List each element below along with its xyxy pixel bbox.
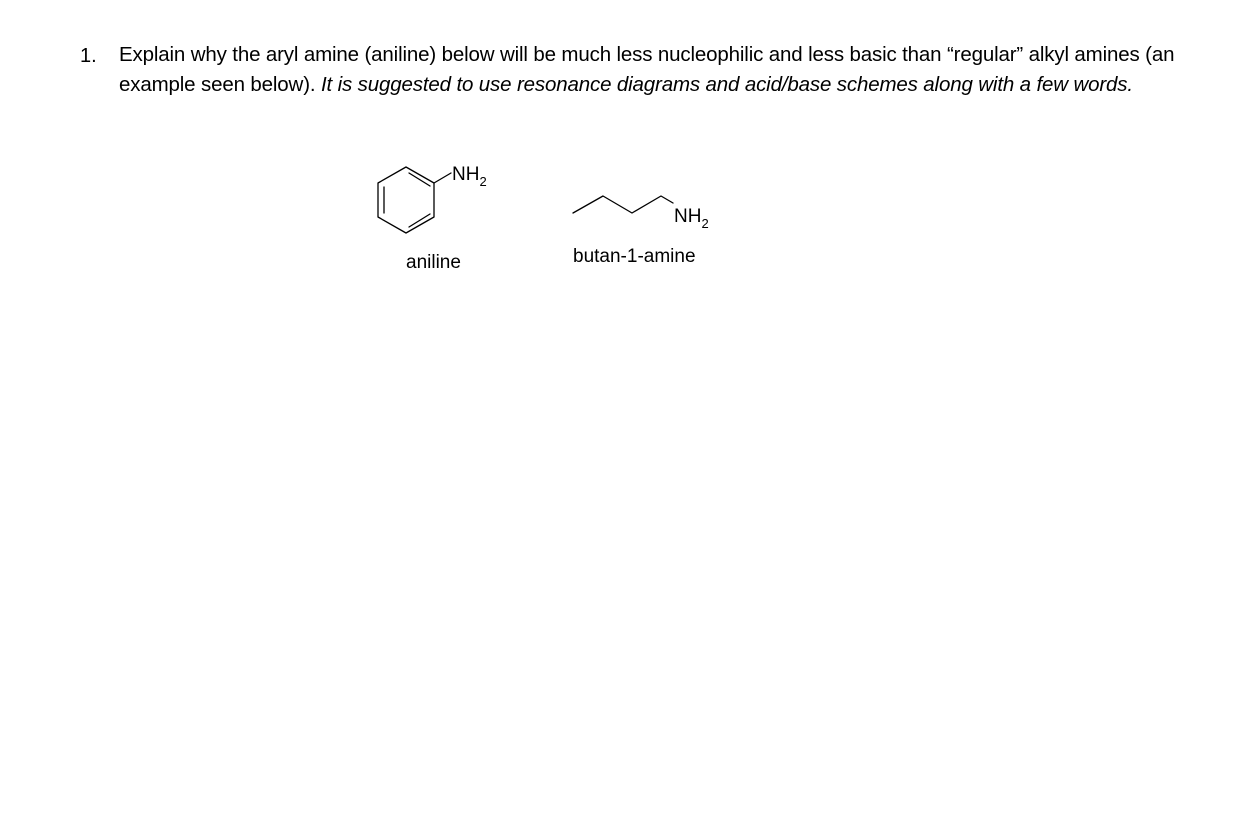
c-n-bond bbox=[433, 172, 452, 184]
butylamine-label: butan-1-amine bbox=[573, 246, 696, 267]
butylamine-structure: NH2 butan-1-amine bbox=[572, 195, 709, 267]
benzene-ring bbox=[377, 166, 435, 234]
question-hint: It is suggested to use resonance diagram… bbox=[320, 73, 1133, 96]
aniline-structure: NH2 aniline bbox=[377, 164, 487, 273]
butylamine-amino-group: NH2 bbox=[674, 206, 709, 231]
question-prompt: Explain why the aryl amine (aniline) bel… bbox=[119, 43, 1175, 96]
question-number: 1. bbox=[80, 45, 97, 67]
aniline-amino-group: NH2 bbox=[452, 164, 487, 189]
butyl-chain bbox=[572, 195, 674, 214]
ring-double-bond-2 bbox=[408, 213, 431, 228]
ring-double-bond-3 bbox=[408, 172, 431, 187]
question-text: Explain why the aryl amine (aniline) bel… bbox=[119, 40, 1204, 100]
aniline-label: aniline bbox=[406, 252, 461, 273]
